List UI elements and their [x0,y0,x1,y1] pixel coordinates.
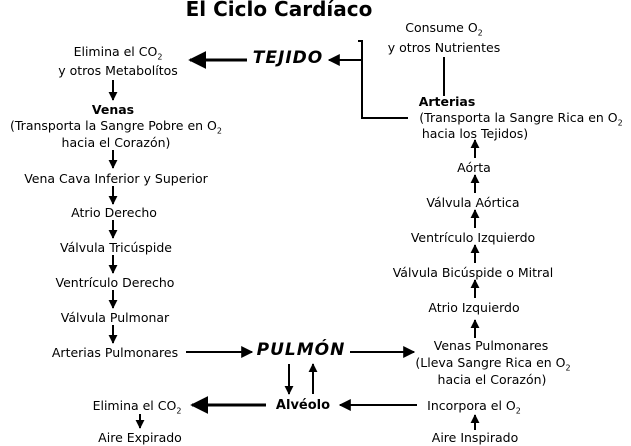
valvula-aortica-node: Válvula Aórtica [426,195,520,210]
lleva-sangre-line2: hacia el Corazón) [437,372,547,387]
arterias-title: Arterias [418,94,476,109]
arterias-desc-line1: (Transporta la Sangre Rica en O2 [419,110,623,128]
aorta-node: Aórta [457,160,491,175]
lleva-sangre-line1: (Lleva Sangre Rica en O2 [415,355,571,373]
vena-cava-node: Vena Cava Inferior y Superior [24,171,208,186]
tejido-label: TEJIDO [252,48,324,68]
valvula-bicuspide-node: Válvula Bicúspide o Mitral [392,265,554,280]
atrio-derecho-node: Atrio Derecho [71,205,157,220]
arterias-desc-line2: hacia los Tejidos) [421,126,529,141]
valvula-tricuspide-node: Válvula Tricúspide [60,240,172,255]
atrio-izquierdo-node: Atrio Izquierdo [428,300,520,315]
elimina-co2-text: Elimina el CO2 [73,44,163,62]
arterias-pulmonares-node: Arterias Pulmonares [51,345,179,360]
venas-desc-line1: (Transporta la Sangre Pobre en O2 [10,118,222,136]
venas-pulmonares-node: Venas Pulmonares [433,338,549,353]
valvula-pulmonar-node: Válvula Pulmonar [60,310,170,325]
venas-title: Venas [91,102,135,117]
aire-inspirado-node: Aire Inspirado [431,430,519,445]
ventriculo-izquierdo-node: Ventrículo Izquierdo [410,230,536,245]
tissue-bracket [358,40,408,119]
diagram-title: El Ciclo Cardíaco [185,0,373,21]
pulmon-label: PULMÓN [256,340,346,360]
otros-nutrientes-text: y otros Nutrientes [387,40,501,55]
otros-metabolitos-text: y otros Metabolítos [58,63,178,78]
consume-o2-text: Consume O2 [405,20,483,38]
elimina-co2-bottom: Elimina el CO2 [92,398,182,416]
alveolo-label: Alvéolo [275,398,331,413]
ventriculo-derecho-node: Ventrículo Derecho [55,275,175,290]
venas-desc-line2: hacia el Corazón) [61,135,171,150]
incorpora-o2-node: Incorpora el O2 [427,398,521,416]
aire-expirado-node: Aire Expirado [98,430,182,445]
